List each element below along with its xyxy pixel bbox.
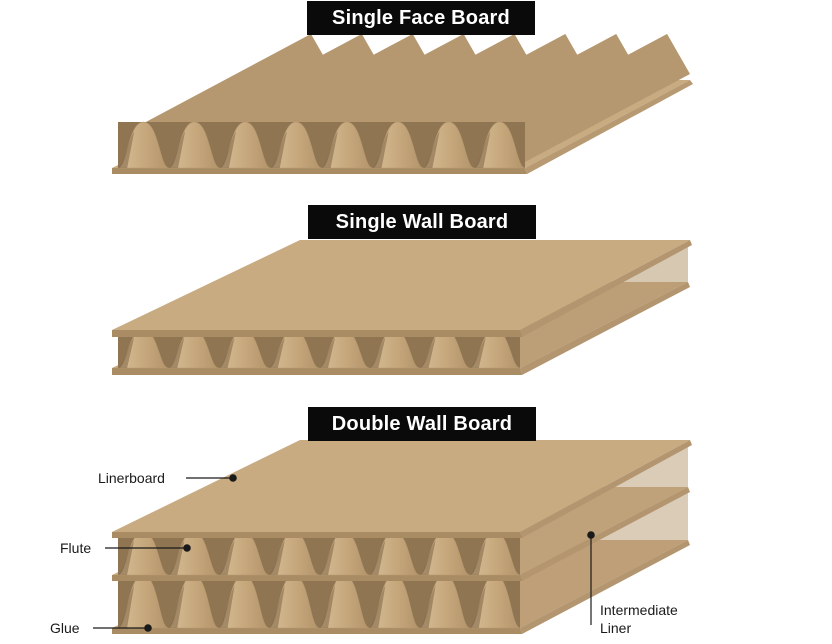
double-wall-lower-flute-shadow-2 (168, 585, 185, 628)
single-face-ridge-side-8 (502, 34, 690, 162)
single-face-flute-front (117, 121, 526, 169)
double-wall-lower-flute-shadow-3 (218, 585, 235, 628)
double-wall-upper-flute-shadow-7 (419, 540, 436, 575)
single-wall-flute-shadow-2 (168, 337, 185, 368)
double-wall-title: Double Wall Board (308, 407, 536, 441)
single-wall-flute-shadow-4 (268, 337, 285, 368)
single-wall-title: Single Wall Board (308, 205, 536, 239)
double-wall-lower-flute-shadow-7 (419, 585, 436, 628)
double-wall-top-liner (112, 440, 690, 532)
double-wall-upper-flute-shadow-4 (268, 540, 285, 575)
single-wall-flute-shadow-3 (218, 337, 235, 368)
single-wall-top-liner (112, 240, 690, 330)
single-face-title: Single Face Board (307, 1, 535, 35)
glue-label: Glue (50, 620, 80, 636)
intermediate-label-line2: Liner (600, 620, 632, 636)
callout-leaders (93, 474, 595, 632)
linerboard-label: Linerboard (98, 470, 165, 486)
double-wall-lower-flute (117, 574, 521, 629)
linerboard-dot (229, 474, 237, 482)
single-face-flute-shadow-7 (423, 131, 440, 168)
double-wall-upper-flute-shadow-2 (168, 540, 185, 575)
double-wall-upper-flute-shadow-6 (369, 540, 386, 575)
glue-dot (144, 624, 152, 632)
single-wall-flute-shadow-5 (319, 337, 336, 368)
double-wall-upper-flute-shadow-5 (319, 540, 336, 575)
double-wall-lower-flute-shadow-6 (369, 585, 386, 628)
single-face-flute-shadow-8 (474, 131, 491, 168)
single-face-flute-shadow-3 (219, 131, 237, 168)
flute-label: Flute (60, 540, 92, 556)
double-wall-lower-flute-shadow-1 (118, 585, 135, 628)
double-wall-lower-flute-shadow-8 (469, 585, 486, 628)
double-wall-upper-flute-shadow-1 (118, 540, 135, 575)
single-face-flute-shadow-1 (118, 131, 135, 168)
single-face-board (112, 34, 693, 174)
double-wall-lower-flute-shadow-4 (268, 585, 285, 628)
flute-dot (183, 544, 191, 552)
single-wall-flute-shadow-6 (369, 337, 386, 368)
double-wall-upper-flute (117, 531, 521, 576)
single-wall-board (112, 240, 692, 375)
double-wall-upper-flute-shadow-8 (469, 540, 486, 575)
single-wall-flute-shadow-1 (118, 337, 135, 368)
single-face-liner-edge (112, 168, 527, 174)
double-wall-upper-flute-shadow-3 (218, 540, 235, 575)
single-face-flute-shadow-4 (270, 131, 287, 168)
single-face-flute-shadow-5 (321, 131, 338, 168)
intermediate-liner-dot (587, 531, 595, 539)
double-wall-lower-flute-shadow-5 (319, 585, 336, 628)
intermediate-liner-label: Intermediate Liner (600, 601, 678, 637)
double-wall-board (112, 440, 692, 634)
intermediate-label-line1: Intermediate (600, 602, 678, 618)
single-wall-flute-shadow-8 (469, 337, 486, 368)
single-wall-flute-shadow-7 (419, 337, 436, 368)
single-face-flute-shadow-2 (168, 131, 186, 168)
single-face-flute-shadow-6 (372, 131, 389, 168)
